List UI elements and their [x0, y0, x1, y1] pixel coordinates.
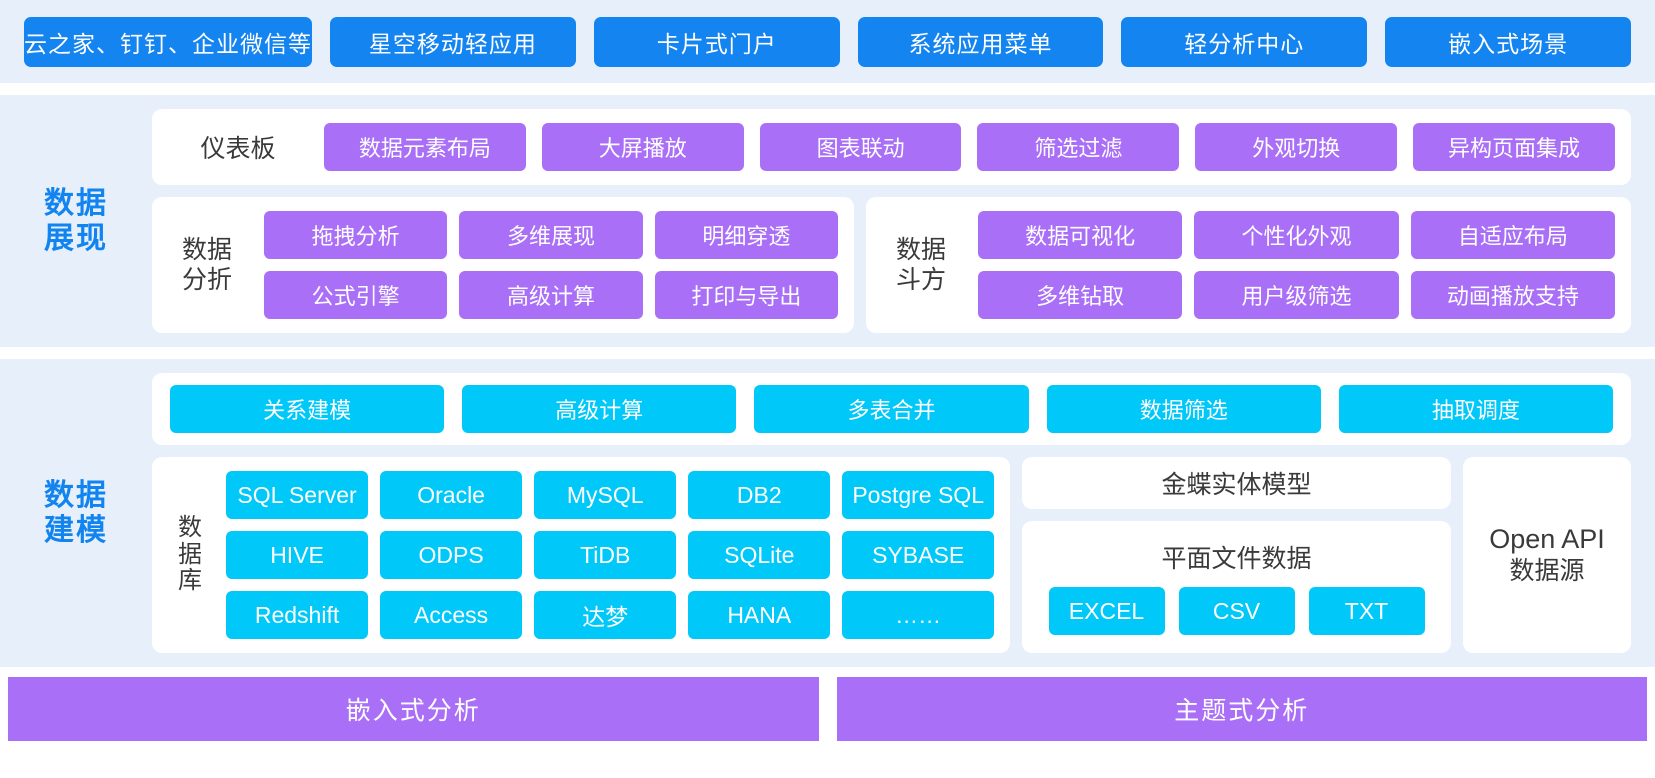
app-chip-embedded-scenario[interactable]: 嵌入式场景: [1385, 16, 1631, 67]
modeling-chip-extract-schedule[interactable]: 抽取调度: [1338, 385, 1614, 433]
doufang-chip-animation-support[interactable]: 动画播放支持: [1410, 271, 1615, 319]
data-analysis-title-line1: 数据: [181, 236, 232, 264]
dashboard-chip-chart-linkage[interactable]: 图表联动: [759, 123, 962, 171]
app-chip-light-analytics-center[interactable]: 轻分析中心: [1121, 16, 1368, 67]
doufang-chip-adaptive-layout[interactable]: 自适应布局: [1410, 211, 1615, 259]
modeling-capabilities-row: 关系建模 高级计算 多表合并 数据筛选 抽取调度: [152, 373, 1631, 445]
analysis-chip-multidim-display[interactable]: 多维展现: [459, 211, 643, 259]
modeling-chip-advanced-calc[interactable]: 高级计算: [462, 385, 737, 433]
database-label-char1: 数: [178, 513, 202, 541]
dashboard-chip-element-layout[interactable]: 数据元素布局: [324, 123, 526, 171]
kingdee-entity-model-card[interactable]: 金蝶实体模型: [1022, 457, 1451, 509]
modeling-chip-relational-modeling[interactable]: 关系建模: [170, 385, 445, 433]
doufang-chip-multidim-drill[interactable]: 多维钻取: [978, 271, 1183, 319]
analysis-chip-advanced-calc[interactable]: 高级计算: [459, 271, 643, 319]
analysis-row: 数据 分折 拖拽分析 多维展现 明细穿透 公式引擎 高级计算 打印与导出 数据: [152, 197, 1631, 333]
bottom-bars-row: 嵌入式分析 主题式分析: [0, 667, 1655, 753]
dashboard-chip-filter[interactable]: 筛选过滤: [977, 123, 1180, 171]
dashboard-chip-list: 数据元素布局 大屏播放 图表联动 筛选过滤 外观切换 异构页面集成: [324, 123, 1615, 171]
db-chip-dameng[interactable]: 达梦: [534, 591, 677, 639]
dashboard-chip-bigscreen-play[interactable]: 大屏播放: [541, 123, 744, 171]
data-doufang-card: 数据 斗方 数据可视化 个性化外观 自适应布局 多维钻取 用户级筛选 动画播放支…: [866, 197, 1631, 333]
open-api-card[interactable]: Open API 数据源: [1463, 457, 1631, 653]
flat-file-chip-excel[interactable]: EXCEL: [1048, 587, 1165, 635]
doufang-chip-data-visualization[interactable]: 数据可视化: [978, 211, 1183, 259]
section-data-presentation: 数据 展现 仪表板 数据元素布局 大屏播放 图表联动 筛选过滤 外观切换 异构页…: [0, 95, 1655, 347]
analysis-chip-detail-drill[interactable]: 明细穿透: [654, 211, 838, 259]
db-chip-db2[interactable]: DB2: [688, 471, 831, 519]
database-label: 数 据 库: [168, 513, 212, 596]
db-chip-redshift[interactable]: Redshift: [226, 591, 369, 639]
database-label-char3: 库: [178, 567, 202, 595]
section-body-data-modeling: 关系建模 高级计算 多表合并 数据筛选 抽取调度 数 据 库 SQL Serve…: [152, 373, 1631, 653]
data-analysis-chip-grid: 拖拽分析 多维展现 明细穿透 公式引擎 高级计算 打印与导出: [264, 211, 838, 319]
section-label-line1: 数据: [44, 186, 108, 220]
db-chip-hana[interactable]: HANA: [688, 591, 831, 639]
dashboard-chip-heterogeneous-page[interactable]: 异构页面集成: [1413, 123, 1615, 171]
modeling-label-line2: 建模: [44, 514, 108, 547]
data-doufang-title-line1: 数据: [895, 236, 946, 264]
db-chip-hive[interactable]: HIVE: [226, 531, 369, 579]
apps-row: 云之家、钉钉、企业微信等 星空移动轻应用 卡片式门户 系统应用菜单 轻分析中心 …: [0, 0, 1655, 83]
db-chip-postgresql[interactable]: Postgre SQL: [842, 471, 994, 519]
data-doufang-chip-grid: 数据可视化 个性化外观 自适应布局 多维钻取 用户级筛选 动画播放支持: [978, 211, 1615, 319]
db-chip-access[interactable]: Access: [380, 591, 523, 639]
dashboard-title: 仪表板: [200, 135, 276, 163]
db-chip-sybase[interactable]: SYBASE: [842, 531, 994, 579]
band-gap-top: [0, 83, 1655, 95]
section-data-modeling: 数据 建模 关系建模 高级计算 多表合并 数据筛选 抽取调度 数 据 库: [0, 359, 1655, 667]
data-doufang-title-line2: 斗方: [895, 266, 946, 294]
open-api-title: Open API: [1489, 523, 1605, 554]
data-analysis-card: 数据 分折 拖拽分析 多维展现 明细穿透 公式引擎 高级计算 打印与导出: [152, 197, 854, 333]
app-chip-card-portal[interactable]: 卡片式门户: [593, 16, 840, 67]
open-api-subtitle: 数据源: [1509, 557, 1585, 586]
section-label-data-modeling: 数据 建模: [0, 373, 152, 653]
db-chip-sqlite[interactable]: SQLite: [688, 531, 831, 579]
bottom-bar-embedded-analysis[interactable]: 嵌入式分析: [8, 677, 819, 741]
modeling-label-line1: 数据: [44, 478, 108, 512]
modeling-chip-multitable-merge[interactable]: 多表合并: [754, 385, 1029, 433]
flat-file-chip-list: EXCEL CSV TXT: [1036, 587, 1437, 635]
db-chip-sql-server[interactable]: SQL Server: [226, 471, 369, 519]
db-chip-mysql[interactable]: MySQL: [534, 471, 677, 519]
dashboard-chip-theme-switch[interactable]: 外观切换: [1195, 123, 1398, 171]
bottom-bar-thematic-analysis[interactable]: 主题式分析: [836, 677, 1647, 741]
band-gap-middle: [0, 347, 1655, 359]
section-label-line2: 展现: [44, 222, 108, 255]
flat-file-chip-csv[interactable]: CSV: [1178, 587, 1295, 635]
doufang-chip-user-level-filter[interactable]: 用户级筛选: [1194, 271, 1399, 319]
db-chip-more[interactable]: ……: [842, 591, 994, 639]
doufang-chip-personalized-look[interactable]: 个性化外观: [1194, 211, 1399, 259]
app-chip-system-app-menu[interactable]: 系统应用菜单: [857, 16, 1104, 67]
database-chip-grid: SQL Server Oracle MySQL DB2 Postgre SQL …: [226, 471, 994, 639]
data-analysis-title: 数据 分折: [168, 235, 246, 295]
flat-file-card: 平面文件数据 EXCEL CSV TXT: [1022, 521, 1451, 653]
analysis-chip-print-export[interactable]: 打印与导出: [654, 271, 838, 319]
app-chip-xingkong-mobile[interactable]: 星空移动轻应用: [330, 16, 576, 67]
analysis-chip-drag-analysis[interactable]: 拖拽分析: [264, 211, 448, 259]
section-body-data-presentation: 仪表板 数据元素布局 大屏播放 图表联动 筛选过滤 外观切换 异构页面集成 数据…: [152, 109, 1631, 333]
database-label-char2: 据: [178, 540, 202, 568]
flat-file-title: 平面文件数据: [1161, 545, 1312, 573]
dashboard-row: 仪表板 数据元素布局 大屏播放 图表联动 筛选过滤 外观切换 异构页面集成: [152, 109, 1631, 185]
data-sources-row: 数 据 库 SQL Server Oracle MySQL DB2 Postgr…: [152, 457, 1631, 653]
file-sources-column: 金蝶实体模型 平面文件数据 EXCEL CSV TXT: [1022, 457, 1451, 653]
db-chip-tidb[interactable]: TiDB: [534, 531, 677, 579]
db-chip-oracle[interactable]: Oracle: [380, 471, 523, 519]
section-label-data-presentation: 数据 展现: [0, 109, 152, 333]
db-chip-odps[interactable]: ODPS: [380, 531, 523, 579]
modeling-chip-data-filter[interactable]: 数据筛选: [1046, 385, 1321, 433]
analysis-chip-formula-engine[interactable]: 公式引擎: [264, 271, 448, 319]
app-chip-yunzhijia[interactable]: 云之家、钉钉、企业微信等: [24, 16, 312, 67]
data-doufang-title: 数据 斗方: [882, 235, 960, 295]
database-card: 数 据 库 SQL Server Oracle MySQL DB2 Postgr…: [152, 457, 1010, 653]
data-analysis-title-line2: 分折: [181, 266, 232, 294]
flat-file-chip-txt[interactable]: TXT: [1308, 587, 1425, 635]
